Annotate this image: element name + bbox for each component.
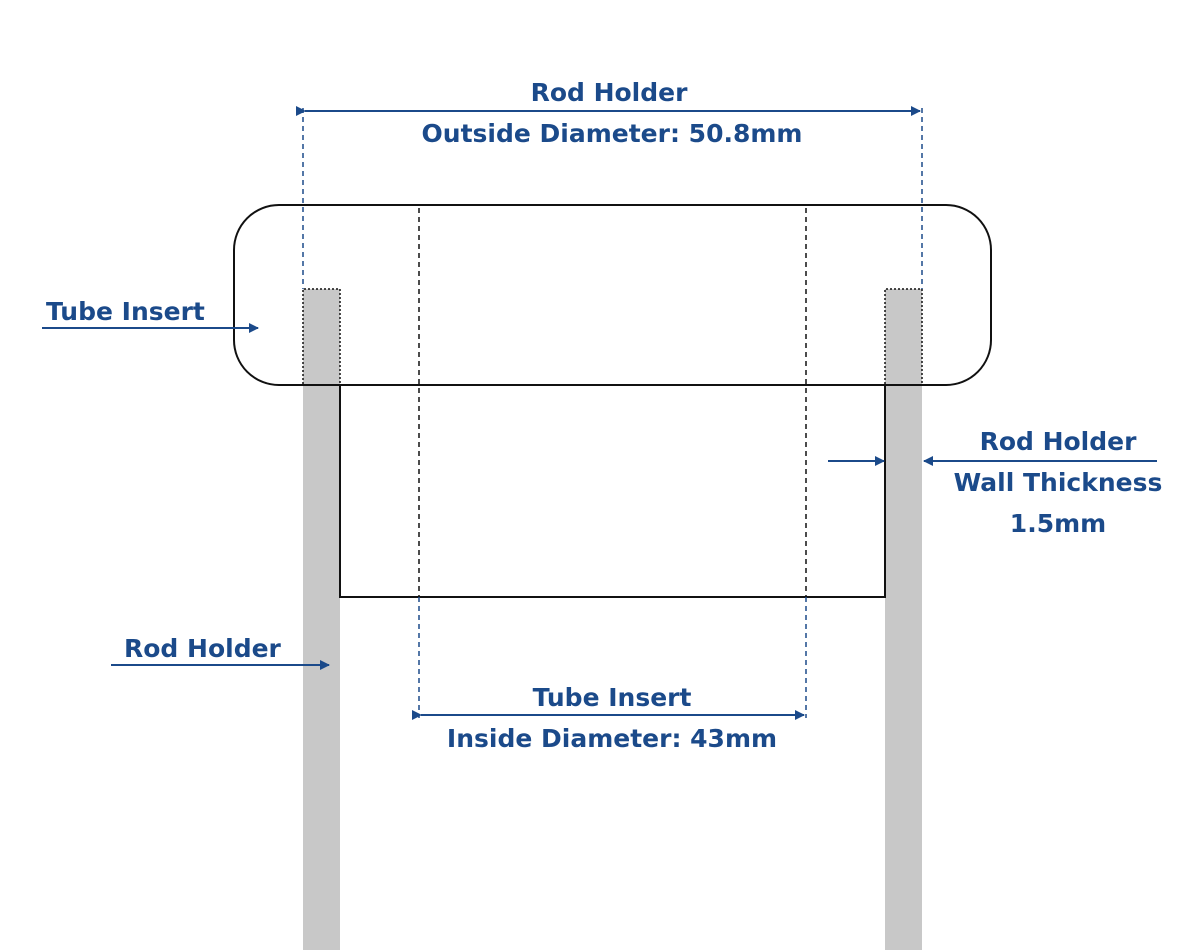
tube-insert-body bbox=[339, 385, 886, 598]
rod-holder-callout-label: Rod Holder bbox=[124, 634, 282, 663]
rod-holder-left-wall bbox=[303, 289, 340, 950]
tube-insert-head bbox=[233, 204, 992, 386]
rod-holder-right-hidden-edge bbox=[884, 288, 923, 384]
wall-thickness-label-line3: 1.5mm bbox=[1010, 509, 1106, 538]
outside-diameter-label-line2: Outside Diameter: 50.8mm bbox=[422, 119, 803, 148]
inside-diameter-label-line1: Tube Insert bbox=[533, 683, 692, 712]
inside-diameter-label-line2: Inside Diameter: 43mm bbox=[447, 724, 777, 753]
rod-holder-right-wall bbox=[885, 289, 922, 950]
tube-insert-callout-label: Tube Insert bbox=[46, 297, 205, 326]
rod-holder-left-hidden-edge bbox=[302, 288, 341, 384]
wall-thickness-label-line1: Rod Holder bbox=[980, 427, 1138, 456]
outside-diameter-label-line1: Rod Holder bbox=[531, 78, 689, 107]
wall-thickness-label-line2: Wall Thickness bbox=[954, 468, 1163, 497]
